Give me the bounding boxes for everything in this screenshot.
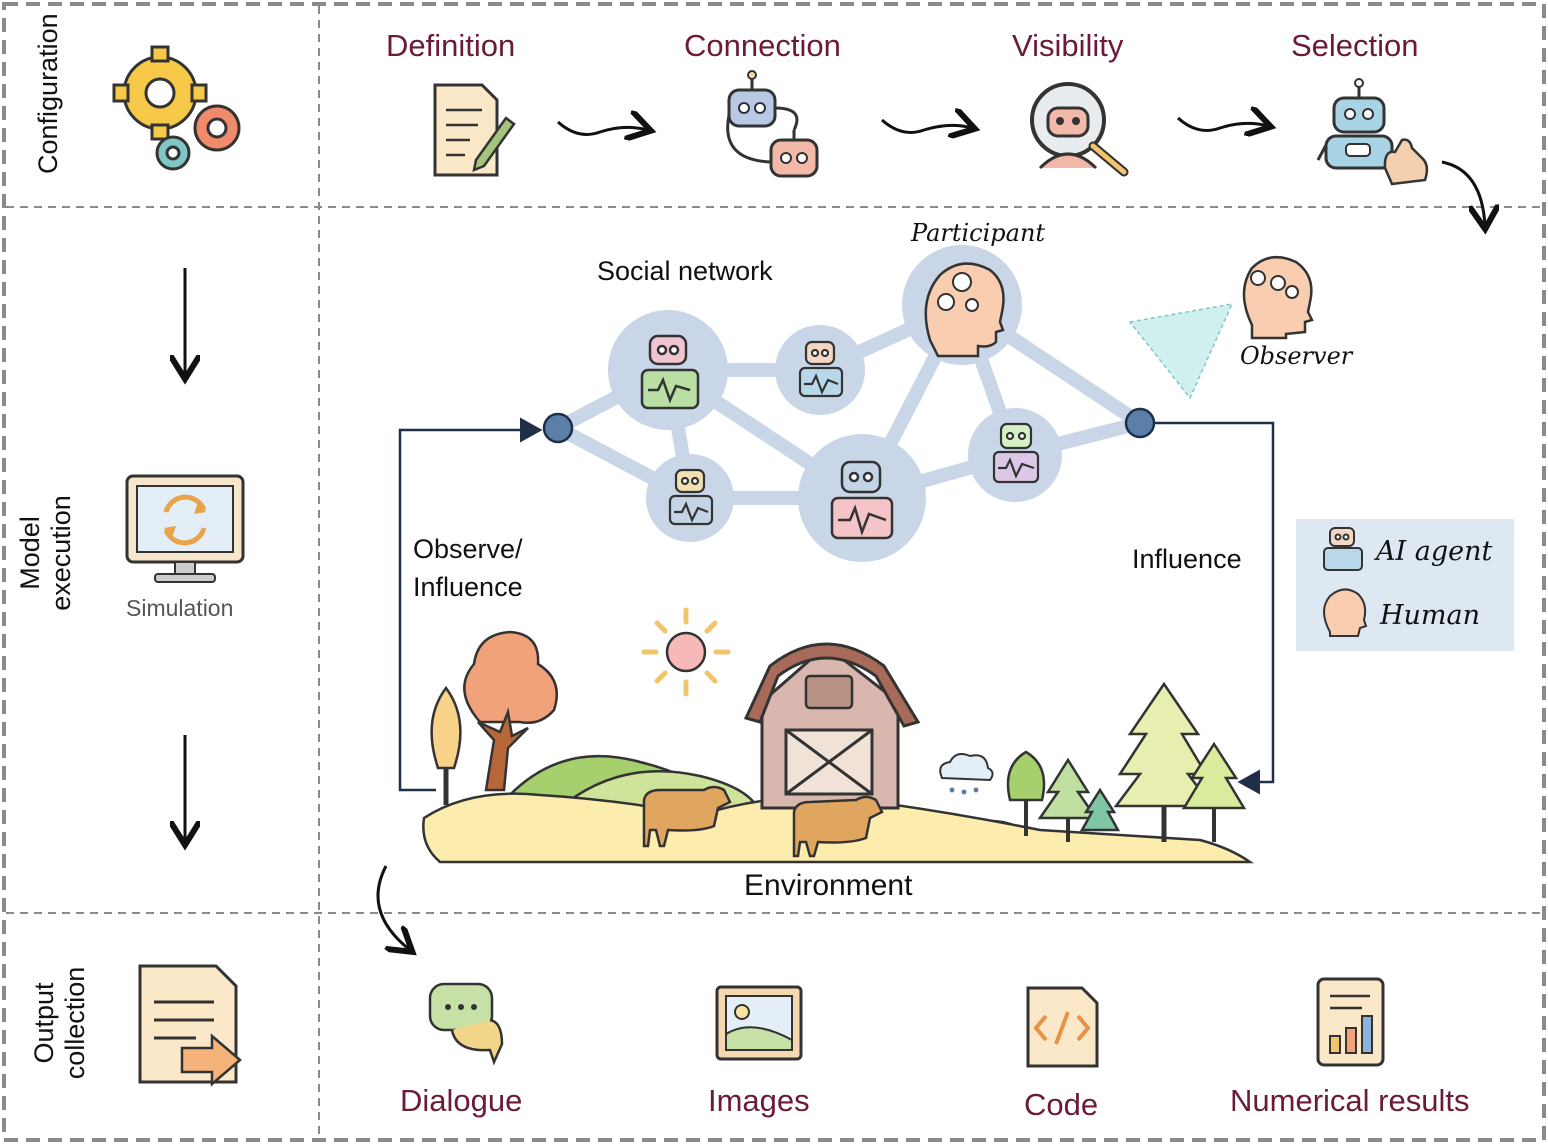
row-label-line: Model: [15, 516, 45, 590]
observer-label: Observer: [1240, 342, 1353, 370]
simulation-label: Simulation: [126, 595, 234, 621]
document-export-icon: [138, 964, 242, 1087]
legend-ai-agent-label: AI agent: [1376, 536, 1493, 567]
row-label-line: execution: [46, 495, 77, 611]
output-label-images: Images: [708, 1083, 810, 1118]
robot-icon: [668, 468, 714, 526]
document-pencil-icon: [433, 83, 516, 177]
robot-icon: [992, 422, 1040, 484]
chat-bubbles-icon: [428, 982, 504, 1066]
feedback-loop: [398, 417, 1275, 795]
step-label-visibility: Visibility: [1012, 28, 1124, 63]
observer-view-cone: [1128, 303, 1234, 400]
output-label-numerical-results: Numerical results: [1230, 1083, 1470, 1118]
network-entry-dot: [542, 412, 574, 444]
legend-human-label: Human: [1380, 600, 1481, 631]
output-label-code: Code: [1024, 1087, 1099, 1122]
human-head-icon: [924, 262, 1005, 358]
robot-icon: [798, 340, 844, 398]
step-label-selection: Selection: [1291, 28, 1419, 63]
row-label-model-execution: Model execution: [15, 473, 81, 633]
output-label-dialogue: Dialogue: [400, 1083, 523, 1118]
code-file-icon: [1026, 986, 1099, 1068]
robot-hand-icon: [1316, 78, 1429, 186]
influence-label: Influence: [1132, 544, 1242, 574]
row-label-configuration: Configuration: [33, 13, 63, 174]
simulation-monitor-icon: [125, 474, 245, 583]
connected-robots-icon: [726, 70, 819, 178]
network-exit-dot: [1124, 407, 1156, 439]
row-label-output-collection: Output collection: [29, 953, 95, 1093]
sun-icon: [641, 607, 731, 697]
cow-icon: [792, 795, 884, 858]
observe-influence-line: Observe/: [413, 534, 523, 564]
observe-influence-label: Observe/ Influence: [413, 530, 523, 607]
gears-icon: [112, 45, 241, 171]
legend-human-icon: [1323, 588, 1368, 637]
environment-label: Environment: [744, 869, 913, 902]
rain-cloud-icon: [939, 753, 994, 795]
to-output-arrow: [376, 865, 410, 950]
row-label-line: collection: [60, 966, 91, 1080]
magnifier-robot-icon: [1030, 82, 1129, 177]
step-label-connection: Connection: [684, 28, 841, 63]
robot-icon: [830, 460, 894, 540]
bar-chart-report-icon: [1316, 977, 1385, 1067]
step-label-definition: Definition: [386, 28, 516, 63]
config-flow-arrows: [556, 118, 1485, 226]
row-label-line: Output: [29, 982, 59, 1064]
robot-icon: [640, 334, 700, 410]
observe-influence-line: Influence: [413, 572, 523, 603]
cow-icon: [642, 785, 732, 848]
environment-landscape: [422, 630, 1254, 864]
social-network-label: Social network: [597, 256, 773, 286]
observer-head-icon: [1242, 255, 1314, 340]
participant-label: Participant: [911, 219, 1046, 247]
legend-robot-icon: [1323, 527, 1363, 571]
image-frame-icon: [715, 985, 803, 1061]
